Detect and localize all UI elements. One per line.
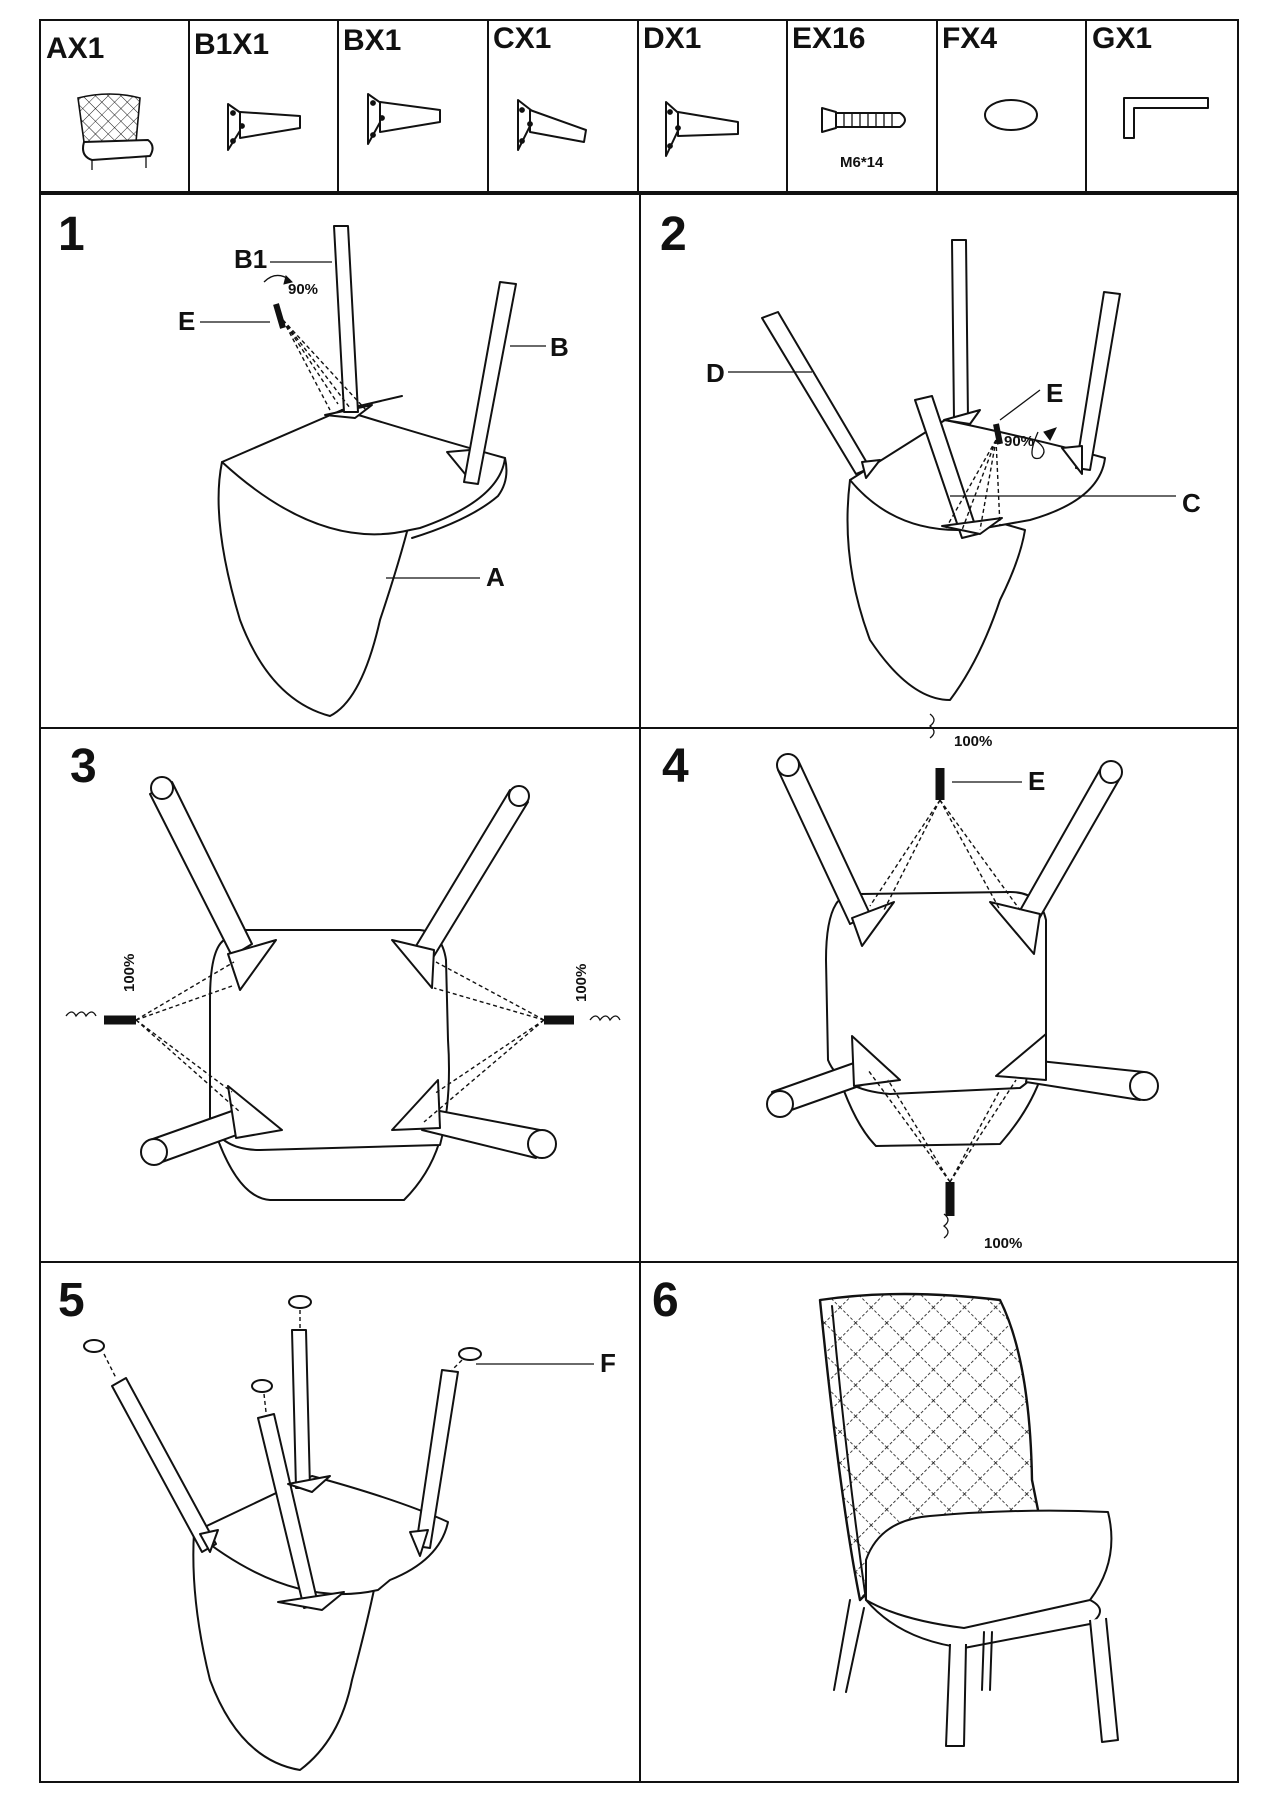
- steps-grid: [39, 193, 1239, 1783]
- rotate-arrow-icon: [1031, 431, 1045, 460]
- step-4-number: 4: [662, 740, 689, 793]
- part-e-label: EX16: [792, 22, 865, 55]
- step-1-label-b: B: [550, 332, 569, 362]
- part-e-cell: EX16 M6*14: [792, 22, 906, 171]
- leg-back-left: [291, 1329, 311, 1489]
- part-a-cell: AX1: [46, 32, 154, 170]
- step-2-number: 2: [660, 208, 687, 261]
- bolt-icon: [821, 107, 906, 133]
- step-5-panel: 5 F: [58, 1274, 616, 1771]
- step-2-label-e: E: [1046, 378, 1063, 408]
- part-d-label: DX1: [643, 22, 701, 55]
- part-a-label: AX1: [46, 32, 104, 65]
- bolt-e: [273, 303, 286, 329]
- part-b1-cell: B1X1: [194, 28, 301, 151]
- leg-b: [463, 281, 517, 485]
- leg-icon: [517, 99, 587, 151]
- screw-spin-icon: [589, 1015, 621, 1022]
- part-c-cell: CX1: [493, 22, 587, 151]
- step-5-number: 5: [58, 1274, 85, 1327]
- leg-dx-center: [951, 239, 969, 421]
- leg-front-right: [415, 789, 529, 957]
- leg-front-left: [111, 1377, 217, 1553]
- leg-icon: [665, 101, 739, 157]
- chair-seat-icon: [77, 93, 154, 170]
- leg-back-right: [415, 1369, 459, 1549]
- step-1-number: 1: [58, 208, 85, 261]
- part-g-label: GX1: [1092, 22, 1152, 55]
- allen-key-icon: [1123, 97, 1209, 139]
- bolt-size-label: M6*14: [840, 154, 884, 171]
- leg-b1: [333, 225, 359, 413]
- step-4-panel: 4 100% 100% E: [662, 713, 1159, 1252]
- bolt-e: [993, 423, 1003, 445]
- step-3-panel: 3 100% 100%: [65, 740, 621, 1201]
- felt-pad-icon: [83, 1339, 105, 1353]
- step-1-label-a: A: [486, 562, 505, 592]
- felt-pad-icon: [251, 1379, 273, 1393]
- screw-spin-icon: [942, 1213, 949, 1239]
- step-2-rotation: 90%: [1004, 433, 1034, 450]
- chair-bottom-view: [209, 929, 450, 1201]
- part-d-cell: DX1: [643, 22, 739, 157]
- step-4-label-e: E: [1028, 766, 1045, 796]
- step-1-rotation: 90%: [288, 281, 318, 298]
- chair-bottom-view: [825, 891, 1047, 1147]
- part-g-cell: GX1: [1092, 22, 1209, 139]
- part-b-cell: BX1: [343, 24, 441, 145]
- step-6-number: 6: [652, 1274, 679, 1327]
- step-1-label-e: E: [178, 306, 195, 336]
- part-b1-label: B1X1: [194, 28, 269, 61]
- part-f-cell: FX4: [942, 22, 1038, 131]
- step-2-label-c: C: [1182, 488, 1201, 518]
- leg-front-left: [149, 781, 253, 957]
- step-3-number: 3: [70, 740, 97, 793]
- screw-spin-icon: [928, 713, 935, 739]
- screw-spin-icon: [65, 1011, 97, 1018]
- step-2-panel: 2 90% D E C: [660, 208, 1201, 701]
- leg-icon: [227, 103, 301, 151]
- leg-back-right: [1075, 291, 1121, 471]
- leg-icon: [367, 93, 441, 145]
- part-b-label: BX1: [343, 24, 401, 57]
- step-1-panel: 1 90% B1 E B A: [58, 208, 569, 717]
- step-5-label-f: F: [600, 1348, 616, 1378]
- chair-upside-down: [192, 1475, 449, 1771]
- leg-d: [761, 311, 871, 475]
- felt-pad-icon: [458, 1347, 482, 1361]
- chair-upside-down: [846, 419, 1106, 701]
- felt-pad-icon: [984, 99, 1038, 131]
- part-c-label: CX1: [493, 22, 551, 55]
- step-4-tighten-bottom: 100%: [984, 1235, 1022, 1252]
- step-3-tighten-left: 100%: [121, 954, 138, 992]
- assembled-chair-icon: [818, 1292, 1119, 1747]
- step-6-panel: 6: [652, 1274, 1119, 1747]
- step-3-tighten-right: 100%: [573, 964, 590, 1002]
- step-1-label-b1: B1: [234, 244, 267, 274]
- leg-front-left: [777, 759, 871, 925]
- felt-pad-icon: [288, 1295, 312, 1309]
- step-2-label-d: D: [706, 358, 725, 388]
- part-f-label: FX4: [942, 22, 997, 55]
- step-4-tighten-top: 100%: [954, 733, 992, 750]
- parts-table: AX1 B1X1 BX1 CX1: [39, 19, 1239, 193]
- chair-upside-down: [217, 395, 508, 717]
